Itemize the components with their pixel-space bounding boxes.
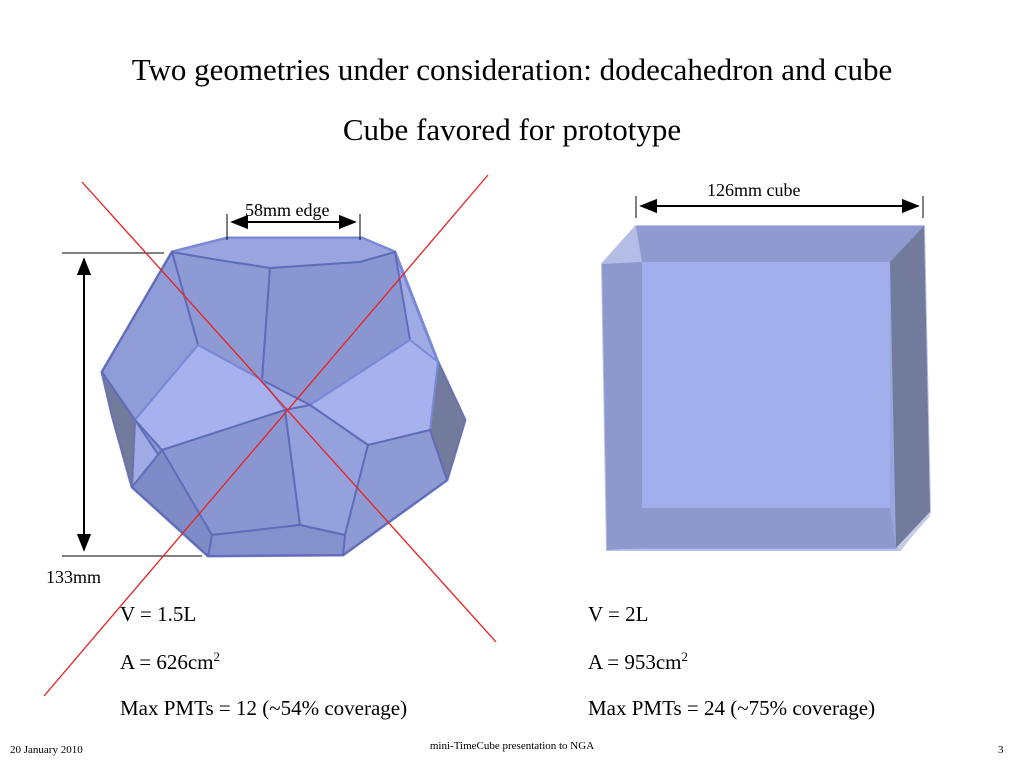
slide-subtitle: Cube favored for prototype	[342, 112, 682, 147]
cube-max-pmts: Max PMTs = 24 (~75% coverage)	[588, 696, 876, 720]
footer-date: 20 January 2010	[10, 744, 83, 756]
dodecahedron-area: A = 626cm2	[120, 649, 221, 674]
slide-title: Two geometries under consideration: dode…	[131, 52, 893, 87]
dodecahedron-height-label: 133mm	[46, 567, 102, 587]
cube-edge-dimension	[635, 196, 924, 218]
dodecahedron-edge-label: 58mm edge	[245, 200, 330, 220]
rejection-cross-mark	[43, 174, 497, 697]
cube-area: A = 953cm2	[588, 649, 689, 674]
dodecahedron-volume: V = 1.5L	[120, 602, 197, 626]
dodecahedron-height-dimension	[62, 252, 202, 557]
cube-edge-label: 126mm cube	[707, 180, 801, 200]
dodecahedron-edge-dimension	[226, 214, 361, 240]
dodecahedron-shape	[100, 236, 467, 558]
footer-presentation-title: mini-TimeCube presentation to NGA	[429, 740, 595, 752]
dodecahedron-max-pmts: Max PMTs = 12 (~54% coverage)	[120, 696, 408, 720]
cube-volume: V = 2L	[588, 602, 649, 626]
cube-shape	[600, 225, 932, 551]
footer-page-number: 3	[998, 744, 1004, 756]
